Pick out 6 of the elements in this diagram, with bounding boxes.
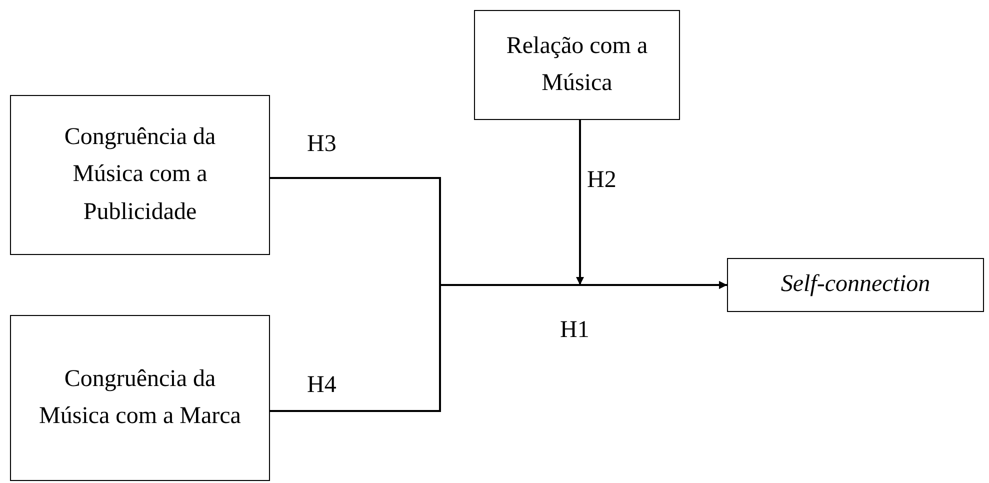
concept-box: Self-connection xyxy=(727,258,984,312)
concept-box: Congruência da Música com a Marca xyxy=(10,315,270,481)
concept-box: Congruência da Música com a Publicidade xyxy=(10,95,270,255)
arrow xyxy=(270,281,727,412)
arrow xyxy=(576,120,584,285)
concept-box: Relação com a Música xyxy=(474,10,680,120)
